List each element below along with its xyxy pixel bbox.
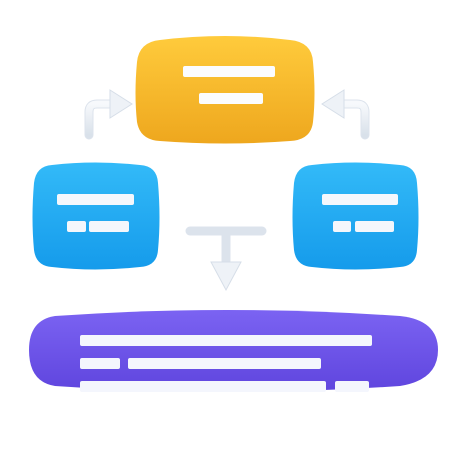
top-node-box	[135, 36, 315, 144]
t-junction-down-arrow-icon	[185, 226, 267, 292]
top-node-text-line	[199, 93, 263, 104]
right-node-text-line	[322, 194, 398, 205]
bottom-node-text-line	[128, 358, 321, 369]
bottom-node-text-line	[80, 335, 372, 346]
right-node	[292, 162, 419, 270]
top-node	[135, 36, 315, 144]
curved-arrow-left-icon	[321, 89, 370, 140]
right-node-box	[292, 162, 419, 270]
bottom-node-text-line	[335, 381, 369, 392]
right-node-text-line	[333, 221, 351, 232]
curved-arrow-right-icon	[84, 89, 133, 140]
left-node-text-line	[67, 221, 86, 232]
left-node-text-line	[57, 194, 134, 205]
left-node-box	[32, 162, 160, 270]
bottom-node	[29, 310, 438, 392]
left-node	[32, 162, 160, 270]
left-node-text-line	[89, 221, 129, 232]
bottom-node-box	[29, 310, 438, 392]
bottom-node-text-line	[80, 358, 120, 369]
right-node-text-line	[355, 221, 394, 232]
top-node-text-line	[183, 66, 275, 77]
bottom-node-text-line	[80, 381, 326, 392]
